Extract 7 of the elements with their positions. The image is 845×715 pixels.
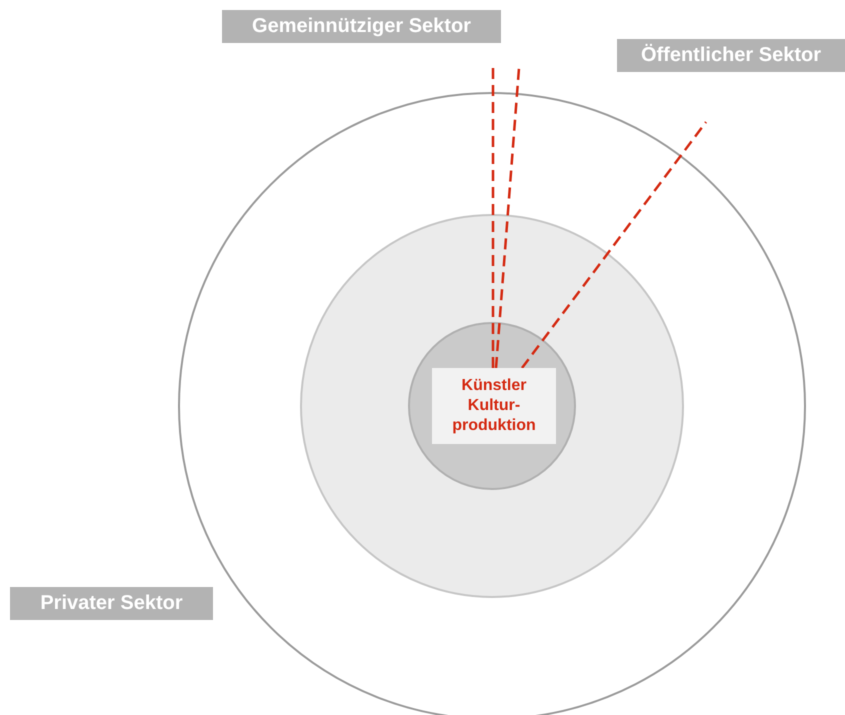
core-label-box: Künstler Kultur- produktion <box>432 368 556 444</box>
sector-label: Gemeinnütziger Sektor <box>222 10 501 43</box>
sector-label: Privater Sektor <box>10 587 213 620</box>
dashed-line <box>494 68 520 368</box>
sector-label: Öffentlicher Sektor <box>617 39 845 72</box>
dashed-line <box>521 121 707 369</box>
dashed-line <box>492 68 494 368</box>
